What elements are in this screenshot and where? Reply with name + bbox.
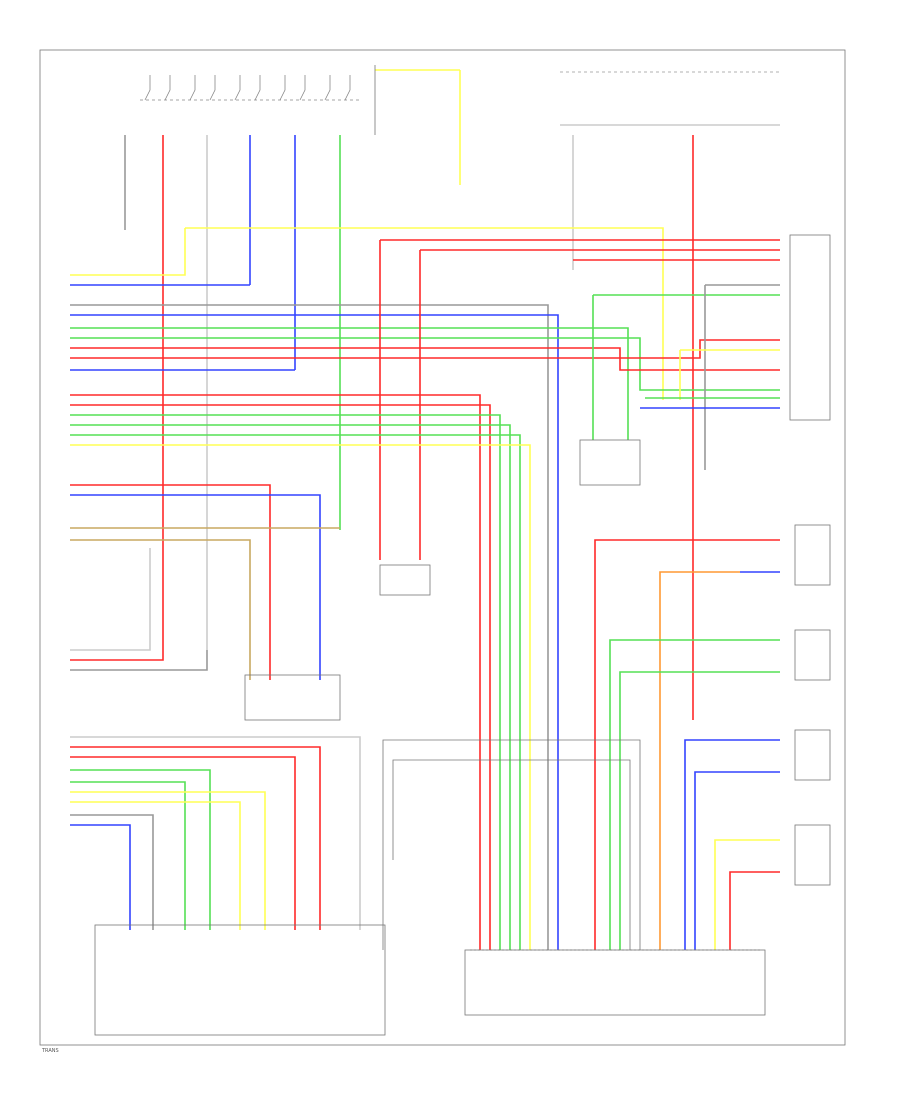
wire-red-rc9 [729,871,780,950]
wire-red-ll3 [70,756,296,930]
wire-gray-lm7 [70,650,208,671]
footer-code: TRANS [41,1048,59,1054]
shift-solenoid-block [244,674,341,721]
sensor-small-box [379,564,431,596]
switch-box-center [579,439,641,486]
switch-area-lower [94,924,386,1036]
component-box-2 [794,629,831,681]
wire-gray-ll8 [70,814,154,930]
wire-tan-lm4 [70,539,251,680]
wire-yellow-left [70,228,186,276]
wire-yellow-top-long [185,227,664,400]
wire-blue-ll9 [70,824,131,930]
wire-green-h4 [70,337,780,391]
right-bundle [592,284,780,470]
wire-green-m5 [70,434,521,950]
top-switch-bank [140,75,360,101]
component-box-3 [794,729,831,781]
center-relay-loop [382,739,641,950]
wire-orange-rc3 [659,571,740,950]
wire-blue-h2 [70,314,559,950]
wire-yellow-rc8 [714,839,780,950]
wire-yellow-ll7 [70,801,241,930]
wire-red-h6 [70,339,780,359]
pcm-box [464,949,766,1016]
wire-green-ll4 [70,769,211,930]
right-components [594,524,831,950]
wire-green-m4 [70,424,511,950]
wire-red-m2 [70,404,491,950]
wire-red-lm6 [70,580,164,661]
wire-gray-h1 [70,304,549,950]
top-relay [374,65,461,185]
wire-yellow-r3 [679,349,780,400]
right-control-module [789,234,831,421]
wire-green-r1 [592,294,780,440]
wire-gray-ll1 [70,736,361,930]
wire-green-m3 [70,414,501,950]
lower-left-group [70,736,386,1036]
left-bundle-upper [70,227,780,950]
upper-right-reds [379,239,780,560]
wire-green-rc5 [619,671,780,950]
wire-red-ll2 [70,746,321,930]
wire-red-h5 [70,347,780,371]
wire-gray-r2 [704,284,780,470]
wire-blue-rc6 [684,739,780,950]
middle-bundle [70,394,531,950]
switch-drops [124,135,341,650]
wire-yellow-m6 [70,444,531,950]
wire-green-h3 [70,327,629,440]
wire-green-ll5 [70,781,186,930]
component-box-1 [794,524,831,586]
wire-green-rc4 [609,639,780,950]
wire-blue-rc7 [694,771,780,950]
diagram-frame [39,49,846,1046]
wire-yellow-ll6 [70,791,266,930]
wire-red-rc1 [594,539,780,950]
component-box-4 [794,824,831,886]
left-mid-group [70,484,340,680]
wire-red-lm1 [70,484,271,680]
wire-lightgray-lm5 [70,548,151,651]
wire-blue-lm2 [70,494,321,680]
wire-red-m1 [70,394,481,950]
